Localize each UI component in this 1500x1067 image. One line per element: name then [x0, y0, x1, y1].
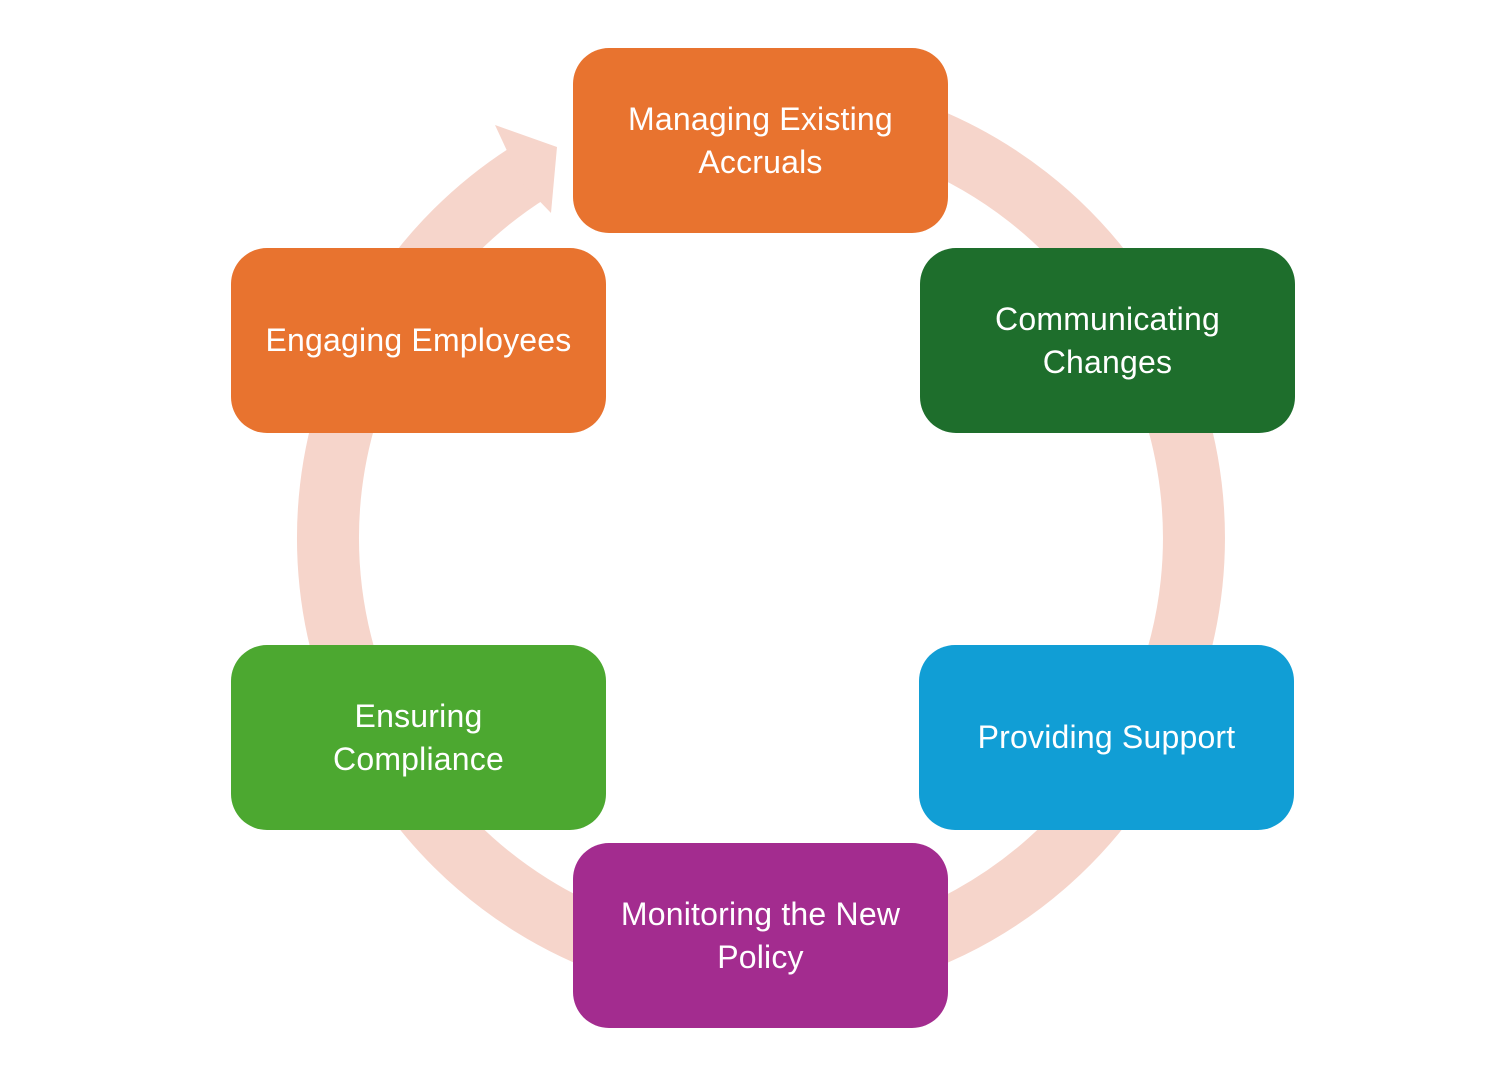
step-managing-existing-accruals: Managing Existing Accruals	[573, 48, 948, 233]
step-ensuring-compliance: Ensuring Compliance	[231, 645, 606, 830]
step-monitoring-the-new-policy: Monitoring the New Policy	[573, 843, 948, 1028]
step-engaging-employees: Engaging Employees	[231, 248, 606, 433]
step-providing-support: Providing Support	[919, 645, 1294, 830]
step-label: Engaging Employees	[265, 322, 572, 358]
step-label: Communicating Changes	[995, 300, 1220, 380]
step-label: Ensuring Compliance	[333, 697, 504, 777]
step-communicating-changes: Communicating Changes	[920, 248, 1295, 433]
step-label: Monitoring the New Policy	[620, 895, 901, 975]
ring-arc	[297, 74, 1225, 1002]
ring-arrowhead-icon	[495, 125, 557, 213]
step-label: Managing Existing Accruals	[628, 100, 893, 180]
step-label: Providing Support	[977, 719, 1236, 755]
